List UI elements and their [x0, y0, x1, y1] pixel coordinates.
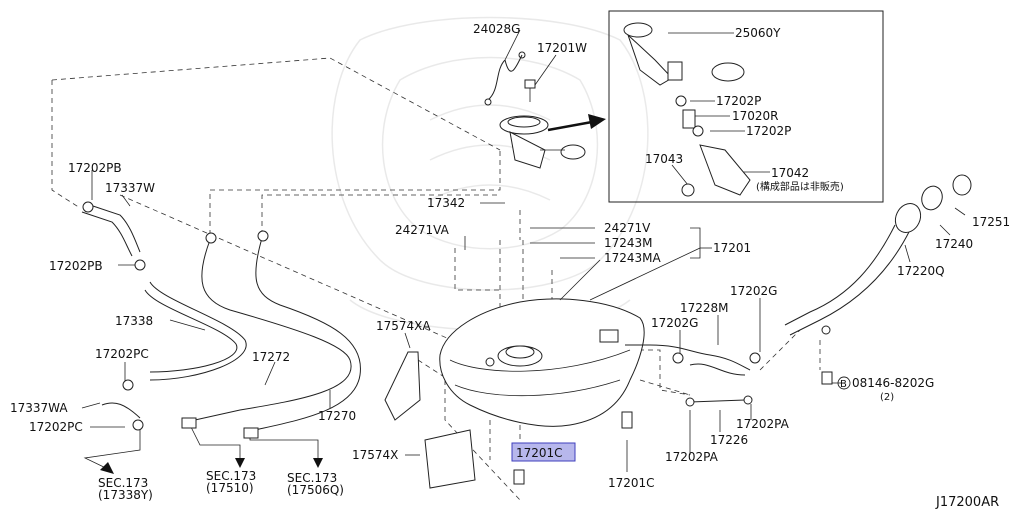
leader-lines	[81, 29, 966, 472]
label-17202PB-a: 17202PB	[68, 161, 122, 175]
label-17201C-b: 17201C	[608, 476, 655, 490]
label-17202P-a: 17202P	[716, 94, 761, 108]
label-17042: 17042	[771, 166, 809, 180]
fuel-pump-module	[484, 51, 586, 169]
label-17201: 17201	[713, 241, 751, 255]
brackets-17574	[384, 351, 476, 489]
watermark-emblem	[331, 16, 649, 331]
label-sec173-c-sub: (17506Q)	[287, 483, 344, 497]
label-17338: 17338	[115, 314, 153, 328]
label-17226: 17226	[710, 433, 748, 447]
filler-neck	[784, 174, 972, 336]
label-17202PC-a: 17202PC	[95, 347, 149, 361]
label-17220Q: 17220Q	[897, 264, 945, 278]
label-25060Y: 25060Y	[735, 26, 781, 40]
label-17201W: 17201W	[537, 41, 587, 55]
label-08146-qty: (2)	[880, 392, 894, 403]
hoses-right	[513, 344, 833, 485]
label-17202PB-b: 17202PB	[49, 259, 103, 273]
label-24271VA: 24271VA	[395, 223, 450, 237]
inset-frame	[608, 10, 884, 203]
dashed-leaders	[51, 57, 821, 501]
label-17574XA: 17574XA	[376, 319, 431, 333]
bolt-circle-mark	[837, 376, 851, 390]
inset-parts	[623, 22, 751, 197]
label-17337W: 17337W	[105, 181, 155, 195]
label-17270: 17270	[318, 409, 356, 423]
label-17342: 17342	[427, 196, 465, 210]
label-17251: 17251	[972, 215, 1010, 229]
label-17202PA-a: 17202PA	[736, 417, 790, 431]
detail-arrow	[547, 114, 606, 132]
label-17042-note: (構成部品は非販売)	[756, 180, 844, 193]
label-17202PA-b: 17202PA	[665, 450, 719, 464]
label-17202P-b: 17202P	[746, 124, 791, 138]
label-24028G: 24028G	[473, 22, 520, 36]
label-sec173-b-sub: (17510)	[206, 481, 254, 495]
label-17201C-highlighted[interactable]: 17201C	[516, 446, 563, 460]
label-17272: 17272	[252, 350, 290, 364]
label-17574X: 17574X	[352, 448, 398, 462]
label-sec173-a: SEC.173	[98, 476, 148, 490]
label-24271V: 24271V	[604, 221, 651, 235]
label-17243M: 17243M	[604, 236, 653, 250]
label-17337WA: 17337WA	[10, 401, 68, 415]
label-17228M: 17228M	[680, 301, 729, 315]
label-17020R: 17020R	[732, 109, 779, 123]
label-17240: 17240	[935, 237, 973, 251]
label-sec173-a-sub: (17338Y)	[98, 488, 153, 502]
label-08146-circle: B	[840, 379, 847, 390]
label-17202G-a: 17202G	[730, 284, 777, 298]
label-08146-8202G: 08146-8202G	[852, 376, 934, 390]
hoses-left	[81, 201, 361, 439]
part-labels: 24028G 17201W 25060Y 17202P 17020R 17202…	[10, 22, 1010, 510]
label-17043: 17043	[645, 152, 683, 166]
label-sec173-c: SEC.173	[287, 471, 337, 485]
highlight-box-17201C[interactable]	[511, 442, 576, 462]
label-17202PC-b: 17202PC	[29, 420, 83, 434]
label-17243MA: 17243MA	[604, 251, 662, 265]
label-17202G-b: 17202G	[651, 316, 698, 330]
section-arrows	[83, 424, 323, 474]
fuel-tank	[439, 259, 645, 427]
diagram-id: J17200AR	[935, 495, 999, 510]
label-sec173-b: SEC.173	[206, 469, 256, 483]
bolt-17201W	[524, 79, 536, 102]
